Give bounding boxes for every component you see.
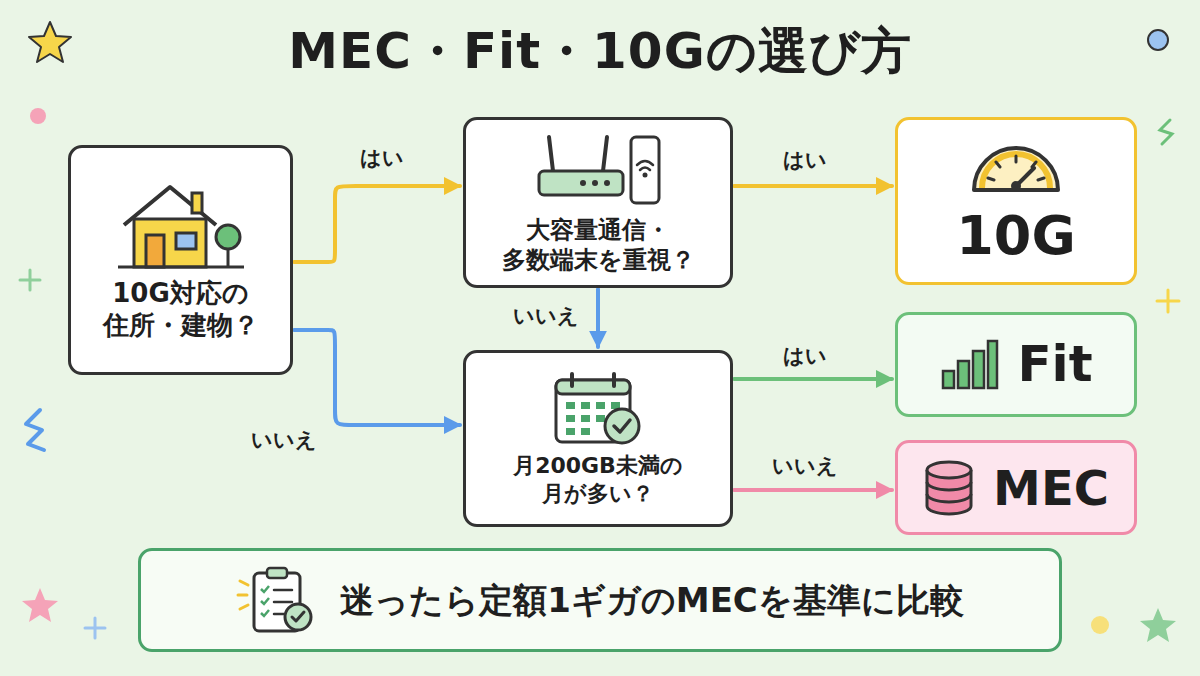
node-text: MEC <box>993 458 1109 518</box>
edge-label: いいえ <box>247 425 321 455</box>
edge-label: いいえ <box>509 301 583 331</box>
title: MEC・Fit・10Gの選び方 <box>0 18 1200 85</box>
dot-deco <box>30 108 46 124</box>
plus-deco <box>85 618 105 638</box>
edge-label: はい <box>779 145 831 175</box>
decision-box: 10G対応の 住所・建物？ <box>68 145 293 375</box>
node-text: 大容量通信・ 多数端末を重視？ <box>478 215 718 275</box>
router-icon <box>533 131 663 209</box>
icon <box>550 370 646 446</box>
result-box: 10G <box>895 117 1137 285</box>
plus-deco <box>20 270 40 290</box>
plus-deco <box>1157 290 1179 312</box>
star-deco <box>29 22 71 62</box>
flow-arrow <box>734 377 892 381</box>
node-text: 10G対応の 住所・建物？ <box>86 277 276 342</box>
node-text: 月200GB未満の 月が多い？ <box>478 452 718 507</box>
icon <box>116 179 246 271</box>
database-icon <box>923 460 975 516</box>
flow-arrow <box>294 186 460 262</box>
dot-deco <box>1091 616 1109 634</box>
edge-label: はい <box>779 341 831 371</box>
edge-label: はい <box>356 143 408 173</box>
zigzag-deco <box>26 410 44 450</box>
decision-box: 月200GB未満の 月が多い？ <box>463 350 733 527</box>
calendar-icon <box>550 370 646 446</box>
house-icon <box>116 179 246 271</box>
note-band: 迷ったら定額1ギガのMECを基準に比較 <box>138 548 1062 652</box>
node-text: 迷ったら定額1ギガのMECを基準に比較 <box>340 579 964 622</box>
icon <box>236 565 322 635</box>
dot-deco <box>1148 30 1168 50</box>
icon <box>966 132 1066 196</box>
zigzag-deco <box>1160 120 1172 144</box>
icon <box>923 460 975 516</box>
gauge-icon <box>966 132 1066 196</box>
decision-box: 大容量通信・ 多数端末を重視？ <box>463 117 733 288</box>
flow-arrow <box>596 289 600 347</box>
icon <box>533 131 663 209</box>
checklist-icon <box>236 565 322 635</box>
node-text: Fit <box>1017 333 1092 396</box>
result-box: Fit <box>895 312 1137 417</box>
node-text: 10G <box>956 202 1075 270</box>
flow-arrow <box>734 184 892 188</box>
star-deco <box>22 588 58 622</box>
icon <box>939 339 999 391</box>
star-deco <box>1140 608 1176 642</box>
result-box: MEC <box>895 440 1137 535</box>
signal-bars-icon <box>939 339 999 391</box>
flow-arrow <box>734 488 892 492</box>
edge-label: いいえ <box>768 451 842 481</box>
flow-arrow <box>294 330 460 425</box>
